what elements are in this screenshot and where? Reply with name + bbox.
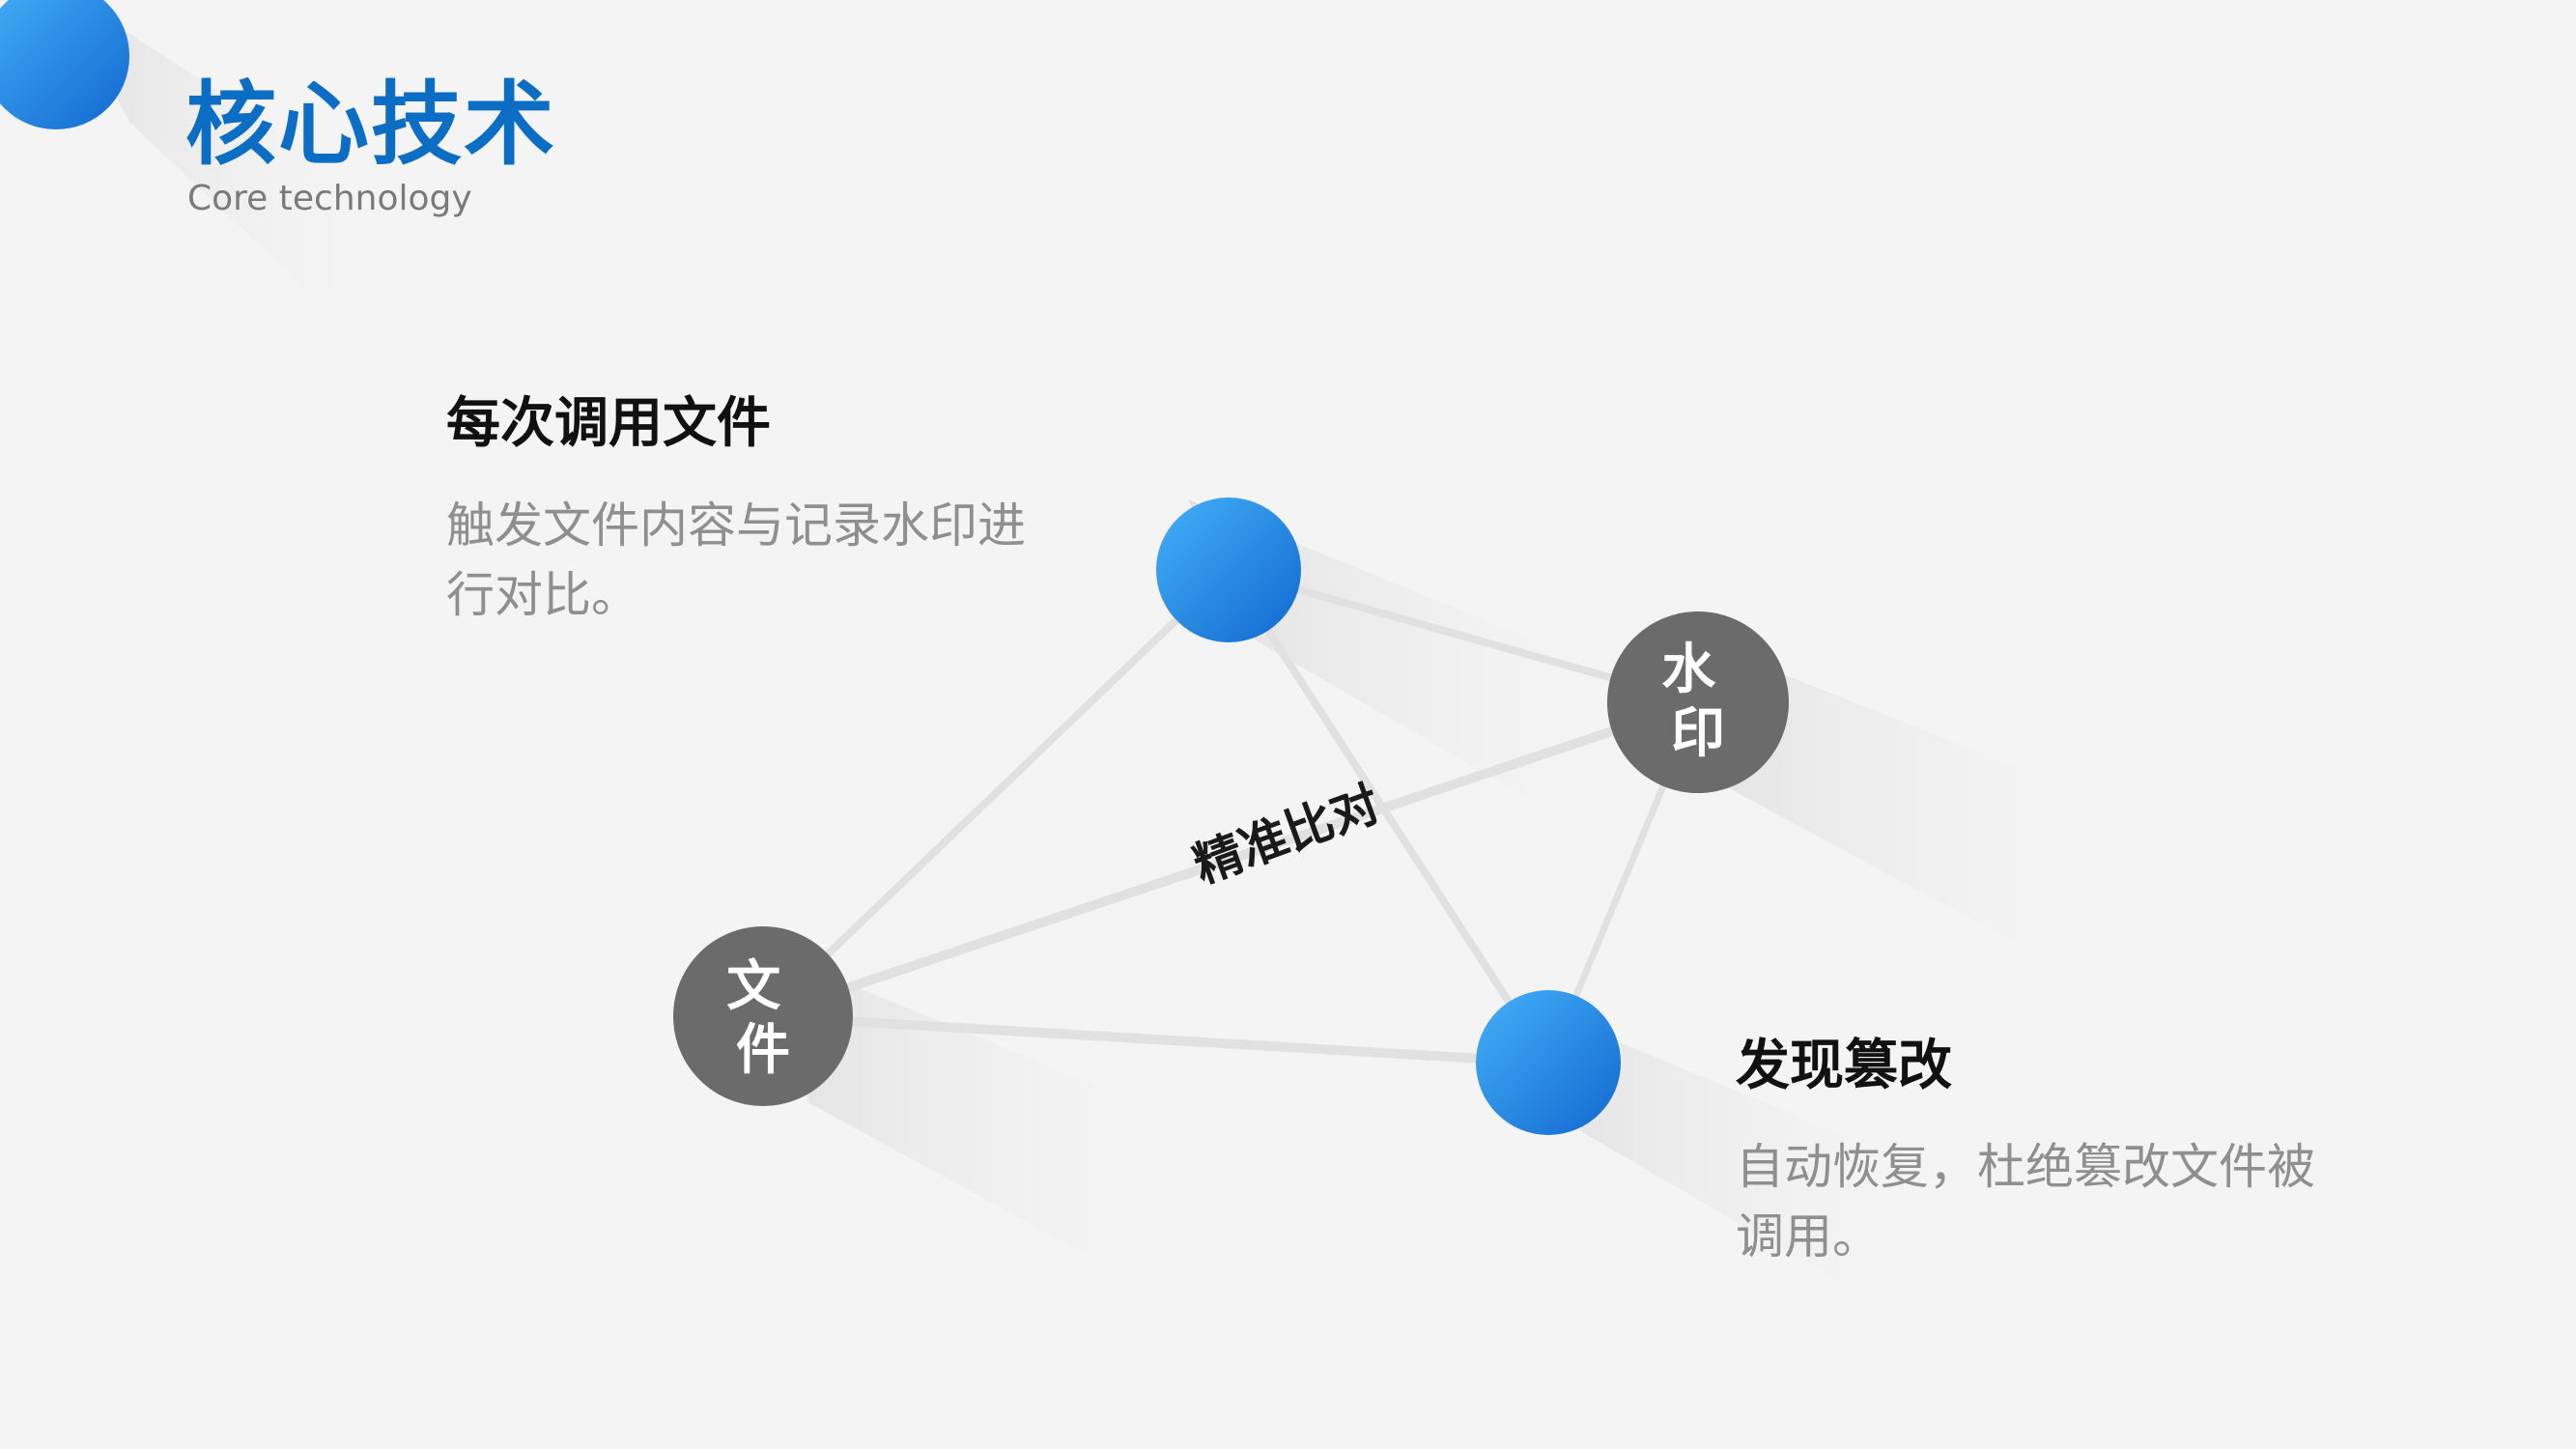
- corner-circle-shadow: [63, 0, 401, 305]
- call-file-heading: 每次调用文件: [446, 392, 771, 455]
- watermark-node-label: 水 印: [1661, 639, 1735, 765]
- top-blue-node-shadow: [1188, 499, 1654, 831]
- tamper-found-heading: 发现篡改: [1736, 1035, 1952, 1097]
- file-node-shadow: [753, 945, 1217, 1294]
- connecting-lines: [758, 566, 1703, 1067]
- line-top-blue-to-bottom-blue: [1225, 566, 1552, 1066]
- bottom-blue-node-shadow: [1516, 1000, 1961, 1314]
- watermark-node: [1607, 611, 1789, 793]
- line-file-to-bottom-blue: [758, 1011, 1553, 1067]
- tamper-found-description: 自动恢复，杜绝篡改文件被调用。: [1736, 1139, 2315, 1264]
- call-file-description: 触发文件内容与记录水印进行对比。: [446, 497, 1026, 623]
- line-file-to-watermark: [758, 697, 1703, 1021]
- line-file-to-top-blue: [759, 566, 1232, 1020]
- long-shadows: [63, 0, 2154, 1314]
- file-node-label: 文 件: [726, 955, 800, 1082]
- corner-blue-circle: [0, 0, 129, 129]
- center-label: 精准比对: [1186, 776, 1387, 895]
- file-node: [673, 926, 853, 1106]
- page-title: 核心技术: [185, 72, 557, 178]
- bottom-blue-node: [1476, 990, 1621, 1135]
- top-blue-node: [1156, 497, 1301, 642]
- page-subtitle: Core technology: [187, 179, 472, 218]
- watermark-node-shadow: [1666, 628, 2154, 976]
